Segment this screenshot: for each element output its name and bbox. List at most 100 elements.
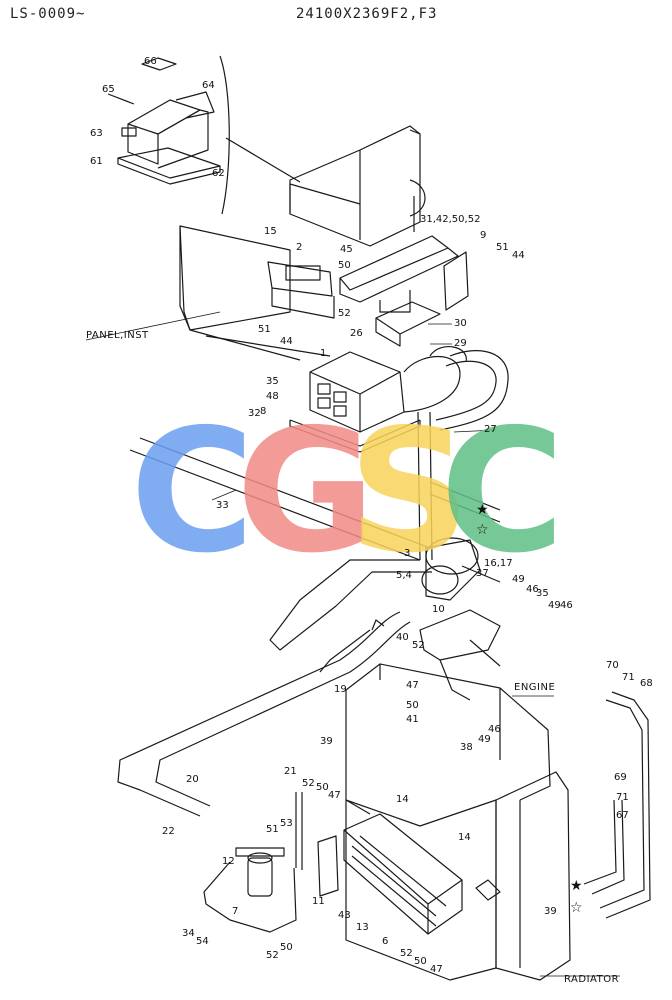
callout-number: 16,17 [484, 558, 513, 569]
callout-number: 54 [196, 936, 209, 947]
callout-number: 12 [222, 856, 235, 867]
callout-number: 19 [334, 684, 347, 695]
callout-number: 66 [144, 56, 157, 67]
watermark-letter: C [130, 393, 255, 591]
callout-number: 50 [406, 700, 419, 711]
panel-inst-label: PANEL,INST [86, 330, 149, 341]
callout-number: 64 [202, 80, 215, 91]
callout-number: 52 [412, 640, 425, 651]
callout-number: 35 [536, 588, 549, 599]
part-code: 24100X2369F2,F3 [296, 6, 438, 22]
receiver-dryer [203, 792, 303, 933]
watermark-letter: S [348, 393, 470, 591]
callout-number: 43 [338, 910, 351, 921]
callout-number: 33 [216, 500, 229, 511]
callout-number: 27 [484, 424, 497, 435]
callout-number: 9 [480, 230, 486, 241]
callout-number: 34 [182, 928, 195, 939]
callout-number: 51 [496, 242, 509, 253]
callout-number: 50 [280, 942, 293, 953]
callout-number: 47 [406, 680, 419, 691]
compressor-bracket [419, 609, 501, 701]
callout-number: 46 [488, 724, 501, 735]
heater-core [289, 346, 467, 453]
callout-number: 30 [454, 318, 467, 329]
radiator-label: RADIATOR [564, 974, 619, 985]
callout-number: 63 [90, 128, 103, 139]
callout-number: 48 [266, 391, 279, 402]
engine-label: ENGINE [514, 682, 555, 693]
callout-number: 46 [560, 600, 573, 611]
callout-number: 71 [622, 672, 635, 683]
callout-number: 39 [320, 736, 333, 747]
callout-number: 47 [328, 790, 341, 801]
star-filled-lower: ★ [570, 878, 583, 894]
callout-number: 13 [356, 922, 369, 933]
star-filled-upper: ★ [476, 502, 489, 518]
callout-number: 68 [640, 678, 653, 689]
callout-number: 5,4 [396, 570, 412, 581]
callout-number: 50 [338, 260, 351, 271]
callout-number: 41 [406, 714, 419, 725]
callout-number: 52 [338, 308, 351, 319]
relay-module [107, 55, 230, 215]
watermark: C G S C [130, 393, 565, 591]
callout-number: 65 [102, 84, 115, 95]
air-duct [339, 235, 459, 313]
watermark-letter: G [236, 393, 376, 591]
star-hollow-upper: ☆ [476, 522, 489, 538]
callout-number: 52 [400, 948, 413, 959]
callout-number: 69 [614, 772, 627, 783]
callout-number: 49 [478, 734, 491, 745]
callout-number: 67 [616, 810, 629, 821]
star-hollow-lower: ☆ [570, 900, 583, 916]
callout-number: 49 [512, 574, 525, 585]
callout-number: 45 [340, 244, 353, 255]
callout-number: 15 [264, 226, 277, 237]
compressor [421, 537, 501, 601]
callout-number: 71 [616, 792, 629, 803]
callout-number: 1 [320, 348, 326, 359]
condenser [343, 813, 463, 935]
callout-number: 35 [266, 376, 279, 387]
callout-number: 21 [284, 766, 297, 777]
callout-number: 29 [454, 338, 467, 349]
callout-number: 14 [396, 794, 409, 805]
heater-unit-upper [289, 125, 426, 247]
callout-number: 7 [232, 906, 238, 917]
callout-number: 37 [476, 568, 489, 579]
callout-number: 49 [548, 600, 561, 611]
callout-number: 39 [544, 906, 557, 917]
radiator-assembly [345, 663, 571, 981]
callout-number: 31,42,50,52 [420, 214, 480, 225]
callout-number: 8 [260, 406, 266, 417]
callout-number: 14 [458, 832, 471, 843]
serial-number: LS-0009~ [10, 6, 86, 22]
callout-number: 10 [432, 604, 445, 615]
callout-number: 38 [460, 742, 473, 753]
callout-number: 61 [90, 156, 103, 167]
callout-number: 40 [396, 632, 409, 643]
callout-number: 32 [248, 408, 261, 419]
callout-number: 53 [280, 818, 293, 829]
instrument-panel [179, 225, 335, 361]
callout-number: 3 [404, 548, 410, 559]
callout-number: 6 [382, 936, 388, 947]
callout-number: 51 [258, 324, 271, 335]
callout-number: 20 [186, 774, 199, 785]
callout-number: 70 [606, 660, 619, 671]
callout-number: 51 [266, 824, 279, 835]
callout-number: 47 [430, 964, 443, 975]
callout-number: 50 [414, 956, 427, 967]
callout-number: 2 [296, 242, 302, 253]
callout-number: 26 [350, 328, 363, 339]
callout-number: 62 [212, 168, 225, 179]
callout-number: 11 [312, 896, 325, 907]
callout-number: 46 [526, 584, 539, 595]
callout-number: 22 [162, 826, 175, 837]
callout-number: 44 [512, 250, 525, 261]
callout-number: 52 [266, 950, 279, 961]
